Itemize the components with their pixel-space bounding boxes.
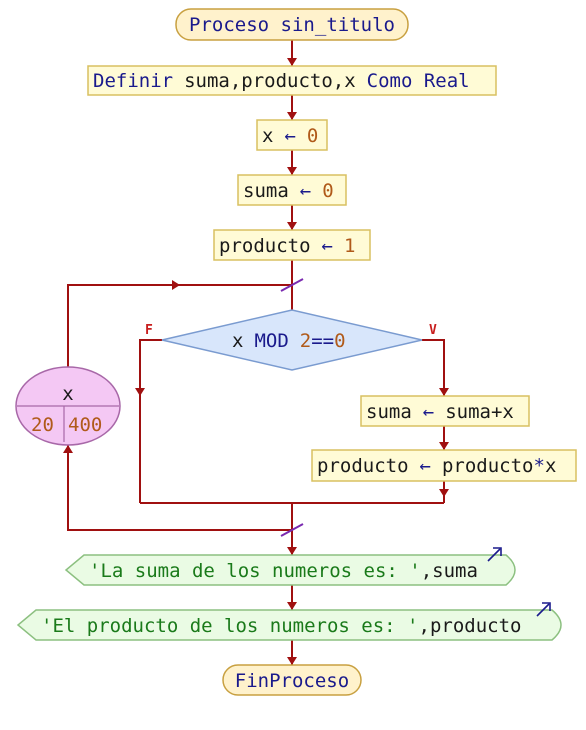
update-suma-var: suma — [366, 401, 412, 423]
assign-producto-var: producto — [219, 235, 311, 257]
condition-decision[interactable]: x MOD 2==0 — [161, 309, 423, 371]
assign-x-value: 0 — [307, 125, 318, 147]
loop-markers — [280, 278, 304, 537]
update-suma-block[interactable]: suma ← suma+x — [360, 395, 530, 427]
output-suma-var: ,suma — [421, 560, 478, 582]
assign-suma-var: suma — [243, 180, 289, 202]
true-branch-label: V — [429, 323, 437, 338]
svg-text:suma←0: suma ← 0 — [243, 180, 334, 202]
update-producto-arrow: ← — [420, 455, 431, 477]
assign-producto-arrow: ← — [322, 235, 333, 257]
define-type: Como Real — [367, 70, 470, 92]
false-branch-label: F — [145, 323, 153, 338]
output-arrow-icon — [536, 602, 551, 617]
update-suma-arrow: ← — [423, 401, 434, 423]
output-producto-text: 'El producto de los numeros es: ' — [41, 615, 419, 637]
condition-num: 2 — [300, 330, 311, 352]
assign-x-arrow: ← — [284, 125, 295, 147]
start-terminal[interactable]: Proceso sin_titulo — [175, 8, 409, 41]
condition-zero: 0 — [334, 330, 345, 352]
update-producto-block[interactable]: producto←producto*x — [311, 449, 577, 482]
loop-to: 400 — [68, 414, 102, 436]
svg-text:'La suma de los numeros es: ',: 'La suma de los numeros es: ',suma — [89, 560, 478, 582]
assign-suma-value: 0 — [322, 180, 333, 202]
assign-producto-block[interactable]: producto ← 1 — [213, 229, 371, 261]
assign-x-block[interactable]: x ← 0 — [256, 119, 328, 151]
svg-text:x←0: x ← 0 — [262, 125, 318, 147]
svg-text:'El producto de los numeros es: 'El producto de los numeros es: ',produc… — [41, 615, 521, 637]
update-producto-expr-b: x — [545, 455, 556, 477]
define-keyword: Definir — [93, 70, 173, 92]
output-suma-block[interactable]: 'La suma de los numeros es: ',suma — [64, 547, 516, 586]
output-arrow-icon — [487, 547, 502, 562]
assign-suma-arrow: ← — [300, 180, 311, 202]
update-producto-expr-a: producto — [442, 455, 534, 477]
end-terminal[interactable]: FinProceso — [222, 664, 362, 696]
condition-eq: == — [311, 330, 334, 352]
loop-from: 20 — [31, 414, 54, 436]
assign-x-var: x — [262, 125, 273, 147]
end-label: FinProceso — [235, 670, 349, 692]
update-producto-var: producto — [317, 455, 409, 477]
svg-text:producto←1: producto ← 1 — [219, 235, 355, 257]
start-label: Proceso sin_titulo — [189, 14, 395, 36]
update-producto-op: * — [533, 455, 544, 477]
define-vars: suma,producto,x — [184, 70, 356, 92]
condition-var: x — [232, 330, 243, 352]
output-producto-var: ,producto — [419, 615, 522, 637]
svg-text:producto←producto*x: producto←producto*x — [317, 455, 556, 477]
loop-var: x — [62, 383, 73, 405]
output-suma-text: 'La suma de los numeros es: ' — [89, 560, 421, 582]
for-loop-node[interactable]: x 20 400 — [15, 366, 121, 446]
assign-producto-value: 1 — [344, 235, 355, 257]
condition-op: MOD — [254, 330, 288, 352]
define-block[interactable]: Definir suma,producto,x Como Real — [87, 65, 497, 96]
svg-text:suma←suma+x: suma ← suma+x — [366, 401, 514, 423]
update-suma-expr: suma+x — [445, 401, 514, 423]
assign-suma-block[interactable]: suma ← 0 — [237, 174, 347, 206]
output-producto-block[interactable]: 'El producto de los numeros es: ',produc… — [16, 602, 562, 641]
